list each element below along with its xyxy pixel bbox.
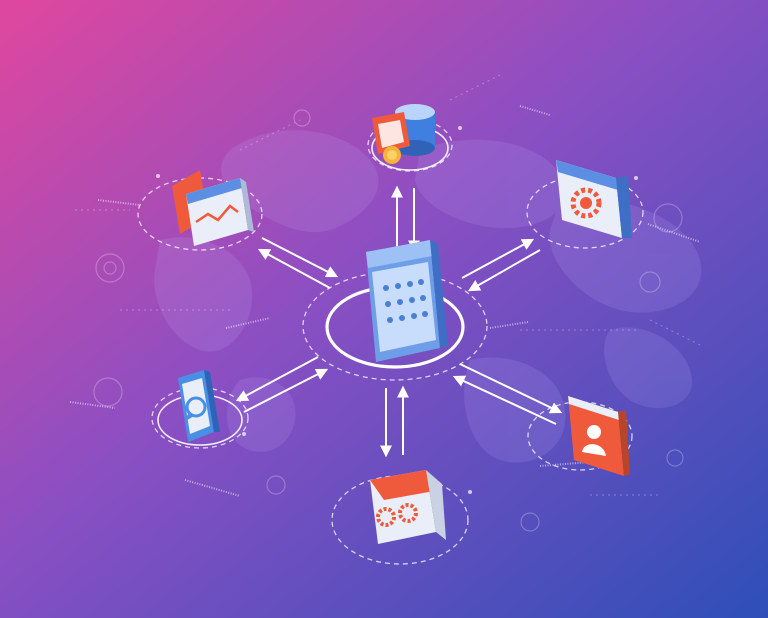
- chat-phone-icon: [178, 370, 220, 442]
- arrow-hub-analytics-b: [261, 237, 339, 278]
- rating-stars-window-icon: [366, 240, 448, 362]
- decorative-dots: [156, 126, 638, 494]
- user-window-icon: [568, 396, 630, 476]
- database-coins-icon: [372, 104, 435, 164]
- gears-box-icon: [370, 470, 446, 544]
- arrow-hub-analytics-a: [257, 248, 331, 289]
- arrow-hub-chat-b: [243, 368, 329, 413]
- arrow-hub-profile-a: [459, 363, 563, 414]
- arrow-hub-chat-a: [235, 356, 319, 402]
- connections: [235, 185, 563, 458]
- decorative-shapes: [75, 74, 701, 532]
- arrow-hub-settings-b: [467, 249, 541, 292]
- arrow-hub-settings-a: [461, 238, 535, 279]
- decorative-text-marks: [69, 105, 701, 497]
- arrow-hub-profile-b: [452, 375, 557, 425]
- chart-window-icon: [172, 170, 254, 246]
- gear-window-icon: [556, 160, 632, 238]
